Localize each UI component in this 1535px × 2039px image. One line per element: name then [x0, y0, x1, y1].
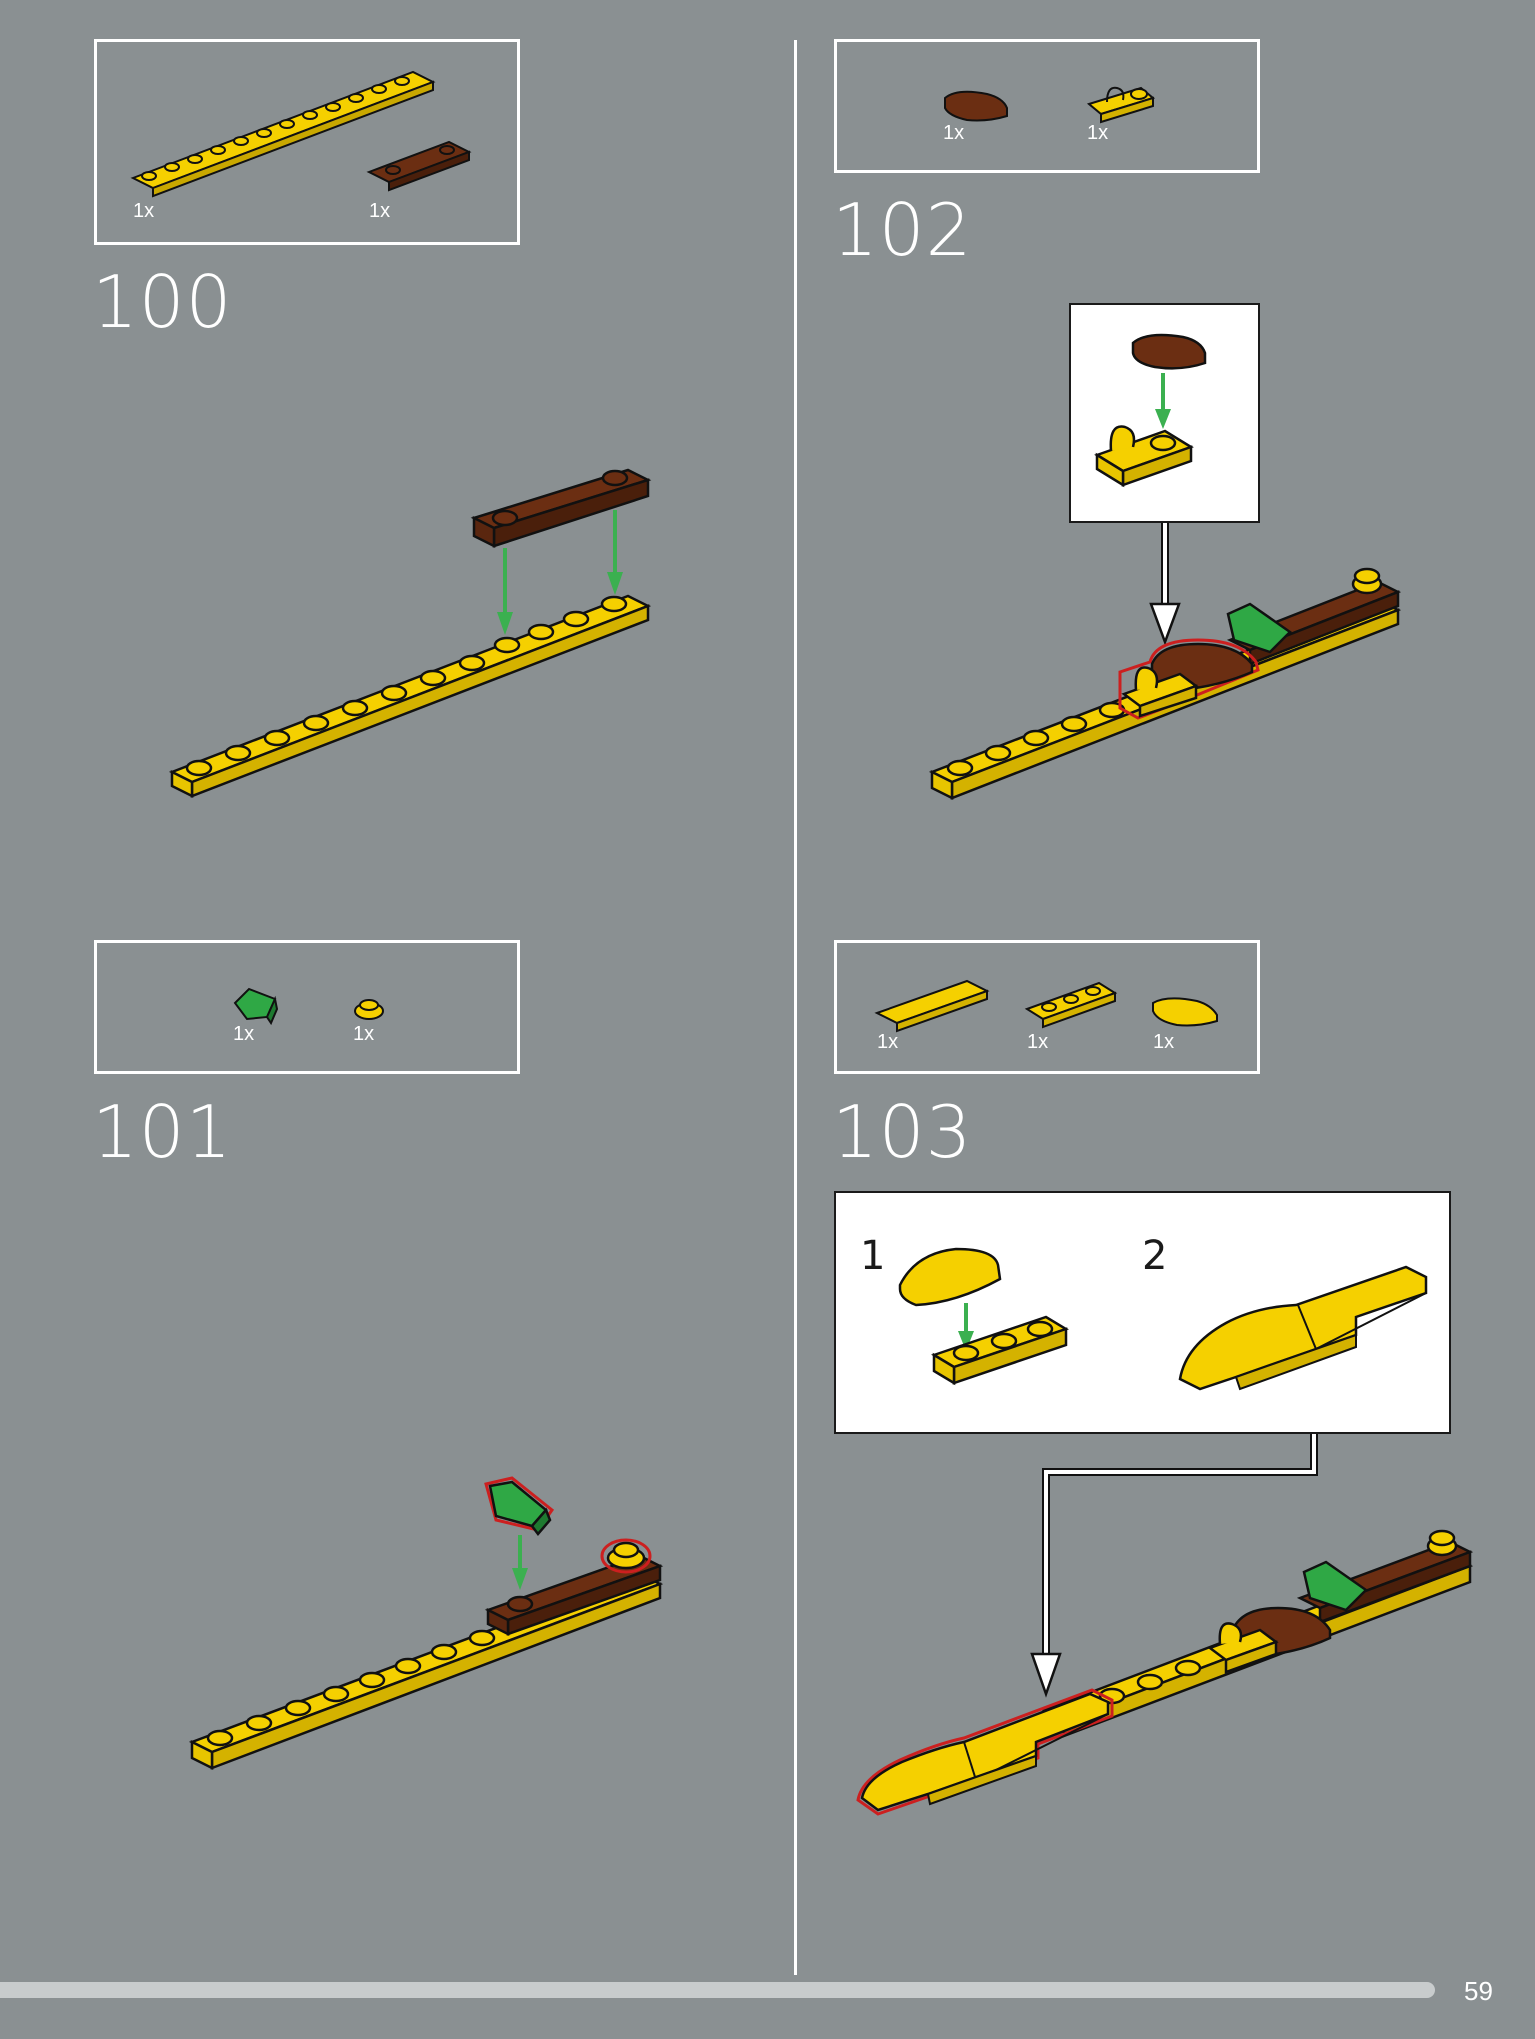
page-number: 59 — [1464, 1976, 1493, 2006]
step-103-model — [856, 1434, 1474, 1816]
parts-box-step-100: 1x 1x — [94, 39, 520, 245]
qty-label: 1x — [1027, 1031, 1049, 1053]
qty-label: 1x — [369, 200, 391, 222]
parts-box-step-103: 1x 1x 1x — [834, 940, 1260, 1074]
step-number-103: 103 — [832, 1090, 973, 1174]
step-number-101: 101 — [92, 1090, 233, 1174]
yellow-tile-1x4-part — [874, 979, 990, 1033]
center-divider — [794, 40, 797, 1975]
qty-label: 1x — [133, 200, 155, 222]
qty-label: 1x — [1153, 1031, 1175, 1053]
brown-plate-1x4-part — [366, 140, 472, 192]
step-101-model — [188, 1476, 664, 1771]
parts-box-step-102: 1x 1x — [834, 39, 1260, 173]
yellow-plate-1x12-part — [130, 70, 436, 198]
step-102-model — [928, 523, 1402, 801]
green-slope-part — [233, 987, 279, 1026]
callout-103-substep-1 — [898, 1247, 1069, 1386]
callout-step-102 — [1069, 303, 1260, 523]
qty-label: 1x — [233, 1023, 255, 1045]
yellow-curved-slope-part — [1152, 997, 1218, 1027]
qty-label: 1x — [943, 122, 965, 144]
step-number-100: 100 — [92, 260, 233, 344]
callout-step-103: 1 2 — [834, 1191, 1451, 1434]
qty-label: 1x — [1087, 122, 1109, 144]
step-number-102: 102 — [832, 188, 973, 272]
yellow-round-plate-part — [354, 999, 384, 1020]
callout-103-substep-2 — [1178, 1265, 1428, 1391]
yellow-clip-plate-part — [1086, 86, 1156, 124]
qty-label: 1x — [353, 1023, 375, 1045]
substep-number: 2 — [1142, 1233, 1168, 1279]
progress-bar-track — [0, 1982, 1435, 1998]
qty-label: 1x — [877, 1031, 899, 1053]
substep-number: 1 — [860, 1233, 886, 1279]
parts-box-step-101: 1x 1x — [94, 940, 520, 1074]
step-100-model — [168, 468, 652, 799]
brown-curved-slope-part — [944, 90, 1008, 122]
yellow-plate-1x3-part — [1024, 981, 1118, 1029]
callout-102-drawing — [1094, 333, 1207, 488]
